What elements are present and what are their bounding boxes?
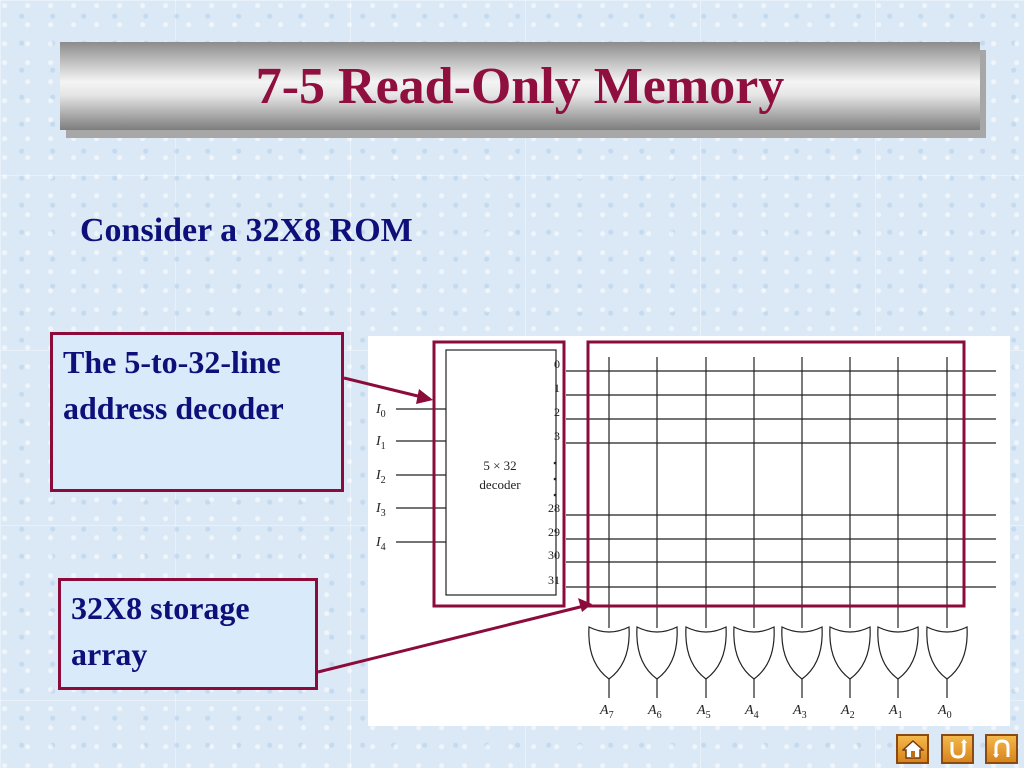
input-label: I0 <box>375 402 386 420</box>
or-gate <box>588 626 630 680</box>
word-line-label: 30 <box>548 548 560 562</box>
or-gate <box>877 626 919 680</box>
return-button[interactable] <box>941 734 974 764</box>
title-bar: 7-5 Read-Only Memory <box>60 42 980 130</box>
decoder-box <box>445 349 557 596</box>
decoder-arrow-line <box>343 376 431 401</box>
slide-subtitle: Consider a 32X8 ROM <box>80 212 413 249</box>
undo-button[interactable] <box>985 734 1018 764</box>
array-highlight <box>586 340 966 608</box>
decoder-highlight <box>432 340 566 608</box>
array-arrowhead <box>578 598 592 612</box>
or-gate <box>829 626 871 680</box>
storage-grid: 0 1 2 3 28 29 30 31 <box>548 357 996 628</box>
output-label: A4 <box>744 703 759 721</box>
word-line-label: 28 <box>548 501 560 515</box>
output-label: A5 <box>696 703 711 721</box>
array-callout: 32X8 storage array <box>58 578 318 690</box>
home-icon <box>901 739 924 759</box>
ellipsis-dot <box>553 477 557 481</box>
word-line-label: 2 <box>554 405 560 419</box>
undo-icon <box>992 739 1009 758</box>
or-gate <box>781 626 823 680</box>
output-label: A2 <box>840 703 855 721</box>
array-arrow-line <box>317 604 585 674</box>
word-line-label: 1 <box>554 381 560 395</box>
decoder-label-top: 5 × 32 <box>483 458 516 473</box>
input-label: I1 <box>375 434 386 452</box>
output-label: A3 <box>792 703 807 721</box>
decoder-callout: The 5-to-32-line address decoder <box>50 332 344 492</box>
output-label: A6 <box>647 703 662 721</box>
or-gates: A7 A6 A5 A4 A3 A2 A1 A0 <box>588 626 968 721</box>
output-label: A1 <box>888 703 903 721</box>
or-gate <box>733 626 775 680</box>
input-label: I4 <box>375 535 386 553</box>
home-button[interactable] <box>896 734 929 764</box>
output-label: A7 <box>599 703 614 721</box>
or-gate <box>685 626 727 680</box>
output-label: A0 <box>937 703 952 721</box>
slide-title: 7-5 Read-Only Memory <box>255 57 785 115</box>
decoder-arrowhead <box>416 389 433 404</box>
or-gate <box>636 626 678 680</box>
input-label: I2 <box>375 468 386 486</box>
return-icon <box>950 739 967 759</box>
or-gate <box>926 626 968 680</box>
word-line-label: 3 <box>554 429 560 443</box>
word-line-label: 31 <box>548 573 560 587</box>
ellipsis-dot <box>553 493 557 497</box>
word-line-label: 0 <box>554 357 560 371</box>
decoder-label-bottom: decoder <box>479 477 521 492</box>
ellipsis-dot <box>553 461 557 465</box>
input-label: I3 <box>375 501 386 519</box>
word-line-label: 29 <box>548 525 560 539</box>
